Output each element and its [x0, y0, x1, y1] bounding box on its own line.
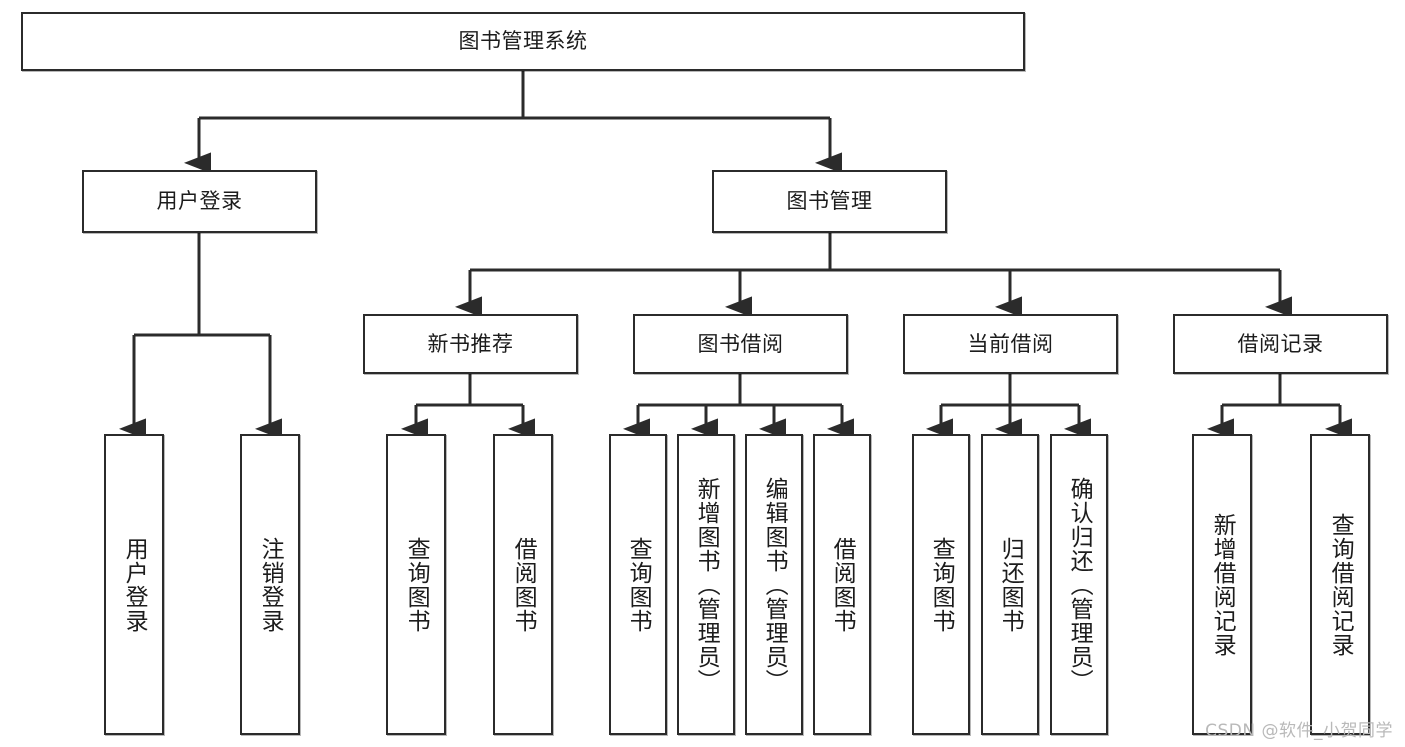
node-leaf-query-book-1[interactable]: 查询图书 [386, 434, 446, 735]
node-leaf-borrow-book-2-label: 借阅图书 [829, 536, 856, 633]
node-leaf-add-record-label: 新增借阅记录 [1209, 512, 1236, 657]
node-leaf-user-login-label: 用户登录 [121, 536, 148, 633]
node-leaf-add-record[interactable]: 新增借阅记录 [1192, 434, 1252, 735]
watermark-text: CSDN @软件_小贺同学 [1205, 721, 1393, 741]
node-user-login-label: 用户登录 [156, 189, 243, 214]
node-leaf-borrow-book-1-label: 借阅图书 [510, 536, 537, 633]
node-leaf-query-book-1-label: 查询图书 [403, 536, 430, 633]
node-leaf-confirm-return[interactable]: 确认归还（管理员） [1050, 434, 1108, 735]
node-leaf-query-book-2[interactable]: 查询图书 [609, 434, 667, 735]
node-book-borrow-label: 图书借阅 [697, 331, 784, 356]
node-current-borrow-label: 当前借阅 [967, 331, 1054, 356]
node-leaf-query-record-label: 查询借阅记录 [1327, 512, 1354, 657]
node-leaf-return-book-label: 归还图书 [997, 536, 1024, 633]
node-leaf-user-login[interactable]: 用户登录 [104, 434, 164, 735]
node-leaf-edit-book[interactable]: 编辑图书（管理员） [745, 434, 803, 735]
node-leaf-query-record[interactable]: 查询借阅记录 [1310, 434, 1370, 735]
node-leaf-borrow-book-1[interactable]: 借阅图书 [493, 434, 553, 735]
node-book-manage-label: 图书管理 [786, 189, 873, 214]
node-leaf-user-logout-label: 注销登录 [257, 536, 284, 633]
node-user-login[interactable]: 用户登录 [82, 170, 317, 233]
node-borrow-record-label: 借阅记录 [1237, 331, 1324, 356]
node-book-borrow[interactable]: 图书借阅 [633, 314, 848, 374]
node-leaf-query-book-2-label: 查询图书 [625, 536, 652, 633]
node-new-book-rec-label: 新书推荐 [427, 331, 514, 356]
node-leaf-add-book-label: 新增图书（管理员） [693, 476, 720, 693]
node-leaf-return-book[interactable]: 归还图书 [981, 434, 1039, 735]
node-leaf-user-logout[interactable]: 注销登录 [240, 434, 300, 735]
node-leaf-confirm-return-label: 确认归还（管理员） [1066, 476, 1093, 693]
node-root-label: 图书管理系统 [458, 29, 588, 54]
node-new-book-rec[interactable]: 新书推荐 [363, 314, 578, 374]
node-root[interactable]: 图书管理系统 [21, 12, 1025, 71]
node-current-borrow[interactable]: 当前借阅 [903, 314, 1118, 374]
node-leaf-query-book-3-label: 查询图书 [928, 536, 955, 633]
node-leaf-borrow-book-2[interactable]: 借阅图书 [813, 434, 871, 735]
node-borrow-record[interactable]: 借阅记录 [1173, 314, 1388, 374]
node-leaf-query-book-3[interactable]: 查询图书 [912, 434, 970, 735]
node-leaf-add-book[interactable]: 新增图书（管理员） [677, 434, 735, 735]
node-book-manage[interactable]: 图书管理 [712, 170, 947, 233]
node-leaf-edit-book-label: 编辑图书（管理员） [761, 476, 788, 693]
